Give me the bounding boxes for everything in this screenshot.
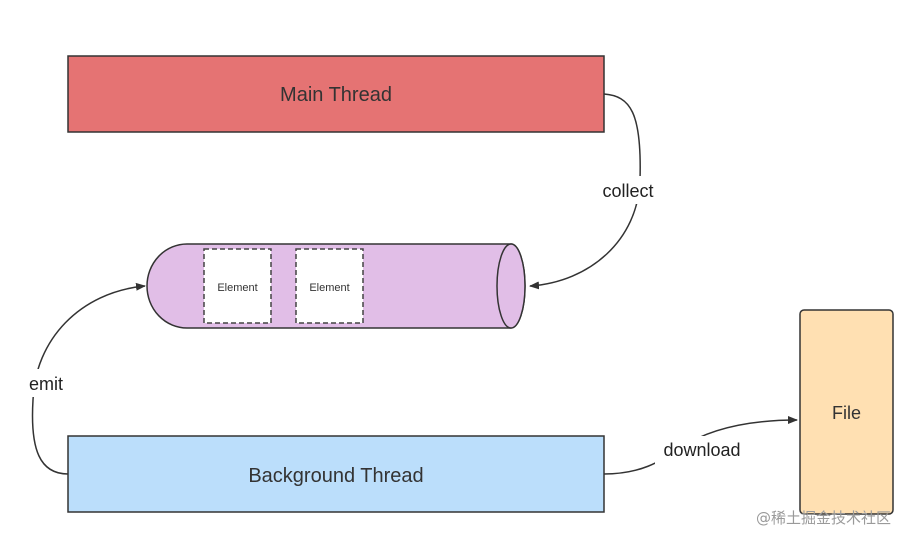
background-thread-label: Background Thread bbox=[248, 465, 423, 487]
file-node: File bbox=[799, 309, 894, 515]
emit-label: emit bbox=[29, 374, 63, 394]
queue-element-2: Element bbox=[295, 248, 364, 324]
queue-node: Element Element bbox=[146, 243, 526, 329]
background-thread-node: Background Thread bbox=[67, 435, 605, 513]
watermark: @稀土掘金技术社区 bbox=[755, 509, 891, 527]
queue-element-label: Element bbox=[217, 282, 257, 294]
queue-element-box bbox=[295, 248, 364, 324]
emit-label-bg bbox=[20, 369, 74, 397]
main-thread-label: Main Thread bbox=[280, 84, 392, 106]
queue-element-1: Element bbox=[203, 248, 272, 324]
download-label-bg bbox=[655, 436, 749, 464]
queue-element-label: Element bbox=[309, 282, 349, 294]
queue-end-cap bbox=[496, 243, 526, 329]
file-label: File bbox=[832, 403, 861, 423]
collect-label: collect bbox=[602, 181, 653, 201]
main-thread-box bbox=[67, 55, 605, 133]
queue-element-box bbox=[203, 248, 272, 324]
download-label: download bbox=[663, 440, 740, 460]
collect-label-bg bbox=[594, 176, 662, 204]
main-thread-node: Main Thread bbox=[67, 55, 605, 133]
file-box bbox=[799, 309, 894, 515]
